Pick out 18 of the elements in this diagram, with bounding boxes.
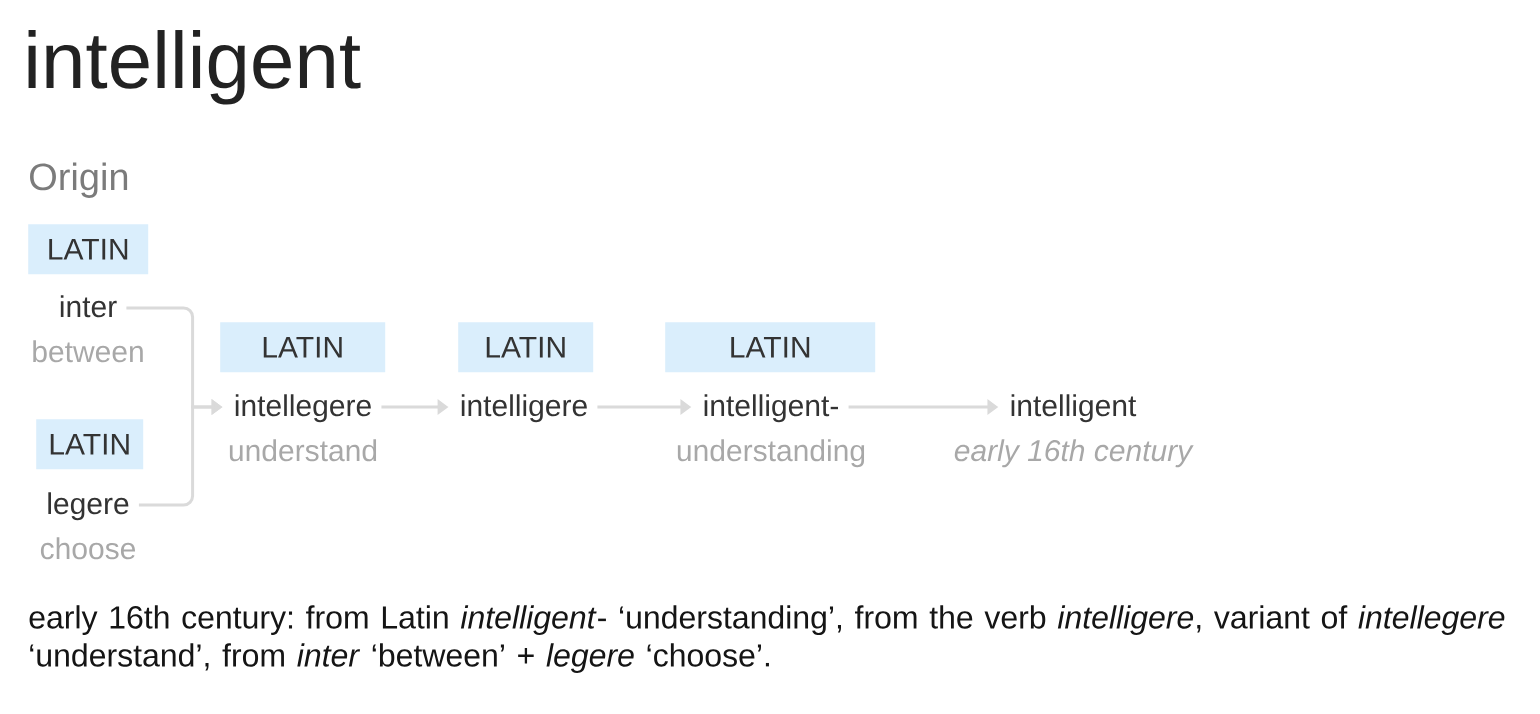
language-tag: LATIN [220, 322, 386, 373]
word: intelligent- [704, 394, 838, 423]
word: intelligent [1011, 394, 1137, 423]
word: intellegere [235, 394, 371, 423]
language-tag: LATIN [28, 224, 149, 275]
gloss-text: understanding [677, 439, 865, 468]
word: intelligere [461, 394, 587, 423]
caption-text: early 16th century: from Latin intelligent- ‘understanding’, from the verb intelligere, variant of intellegere ‘understand’, from inter ‘between’ + legere ‘choose’. [29, 605, 1505, 673]
word: legere [48, 492, 129, 521]
word: inter [60, 295, 117, 318]
gloss-text: understand [229, 439, 377, 462]
language-tag: LATIN [665, 322, 876, 373]
gloss-text: between [33, 340, 143, 363]
gloss-text: choose [40, 537, 136, 560]
language-tag: LATIN [36, 419, 144, 470]
date-text: early 16th century [954, 439, 1194, 468]
title: intelligent [28, 30, 361, 105]
language-tag: LATIN [458, 322, 594, 373]
